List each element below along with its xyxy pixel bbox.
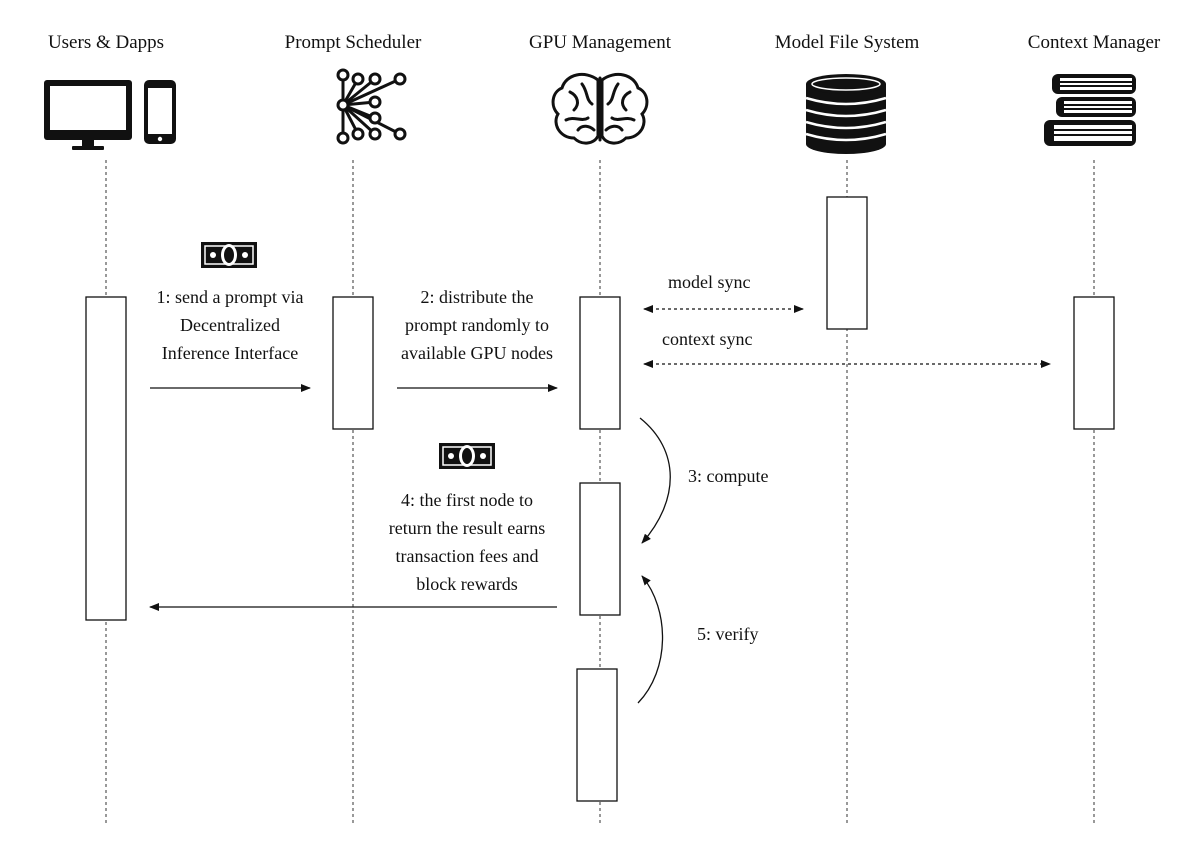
message-line: Inference Interface: [161, 343, 299, 363]
message-first-node-reward: 4: the first node to return the result e…: [389, 486, 545, 598]
message-distribute-prompt: 2: distribute the prompt randomly to ava…: [401, 283, 553, 367]
banknote-icon: [201, 242, 257, 268]
network-graph-icon: [336, 68, 407, 145]
message-line: 4: the first node to: [401, 490, 533, 510]
message-line: 2: distribute the: [420, 287, 534, 307]
activation-gpu-2: [579, 482, 621, 616]
arrow-compute-curve: [639, 417, 671, 544]
database-stack-icon: [805, 74, 887, 154]
participant-label-users: Users & Dapps: [47, 32, 165, 53]
message-line: Decentralized: [180, 315, 280, 335]
message-line: available GPU nodes: [401, 343, 553, 363]
message-line: prompt randomly to: [405, 315, 549, 335]
activation-modelfs: [826, 196, 868, 330]
arrows: [149, 305, 1051, 704]
label-compute: 3: compute: [688, 466, 769, 486]
brain-icon: [551, 72, 649, 145]
label-verify: 5: verify: [697, 624, 759, 644]
activation-gpu-3: [576, 668, 618, 802]
label-context-sync: context sync: [662, 329, 753, 349]
message-line: 1: send a prompt via: [156, 287, 304, 307]
desktop-and-phone-icon: [44, 80, 176, 150]
participant-label-scheduler: Prompt Scheduler: [284, 32, 422, 53]
activation-gpu-1: [579, 296, 621, 430]
message-send-prompt: 1: send a prompt via Decentralized Infer…: [157, 283, 304, 367]
message-line: block rewards: [416, 574, 518, 594]
participant-label-context: Context Manager: [1027, 32, 1161, 53]
activation-users: [85, 296, 127, 621]
participant-label-gpu: GPU Management: [529, 32, 671, 53]
activation-scheduler: [332, 296, 374, 430]
arrow-verify-curve: [637, 575, 664, 704]
activation-boxes: [85, 196, 1115, 802]
message-line: transaction fees and: [395, 546, 539, 566]
message-line: return the result earns: [388, 518, 546, 538]
banknote-icon: [439, 443, 495, 469]
label-model-sync: model sync: [668, 272, 751, 292]
participant-label-modelfs: Model File System: [774, 32, 920, 53]
book-stack-icon: [1044, 74, 1136, 146]
activation-context: [1073, 296, 1115, 430]
